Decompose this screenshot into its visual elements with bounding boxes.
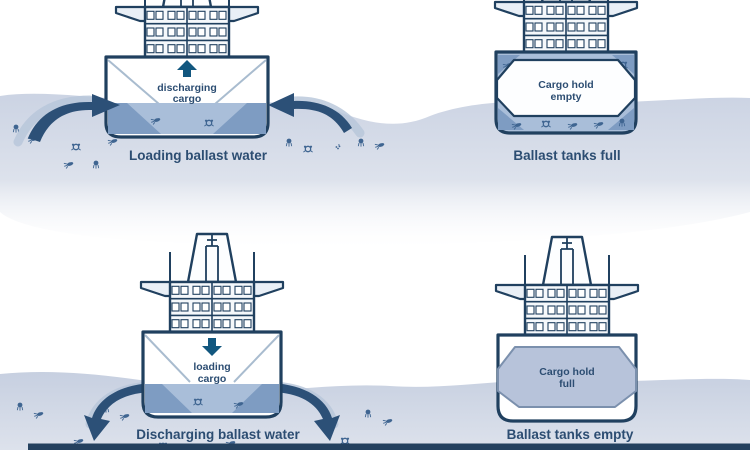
down-arrow-icon xyxy=(202,338,222,356)
ballast-discharge-arrows xyxy=(84,381,340,441)
hull-label-line1: loading xyxy=(193,361,230,373)
superstructure xyxy=(495,0,637,52)
ballast-tank xyxy=(108,103,161,134)
flow-arrow-icon xyxy=(268,93,352,133)
caption-ballast-full: Ballast tanks full xyxy=(513,148,620,163)
cargo-hold xyxy=(495,58,637,118)
arrow-wash xyxy=(13,95,95,147)
caption-loading-ballast: Loading ballast water xyxy=(129,148,268,163)
hull-label-line2: cargo xyxy=(198,373,227,385)
ballast-tank xyxy=(145,384,192,413)
hold-walls xyxy=(107,59,267,105)
hull-label-line2: full xyxy=(559,378,575,390)
flow-arrow-icon xyxy=(84,383,152,441)
hull-label-line1: Cargo hold xyxy=(539,366,594,378)
caption-ballast-empty: Ballast tanks empty xyxy=(507,427,634,442)
hold-walls xyxy=(144,334,280,383)
hull-label-line1: Cargo hold xyxy=(538,79,593,91)
flow-arrow-icon xyxy=(28,94,120,142)
funnel xyxy=(186,232,238,284)
ship-loading-cargo: loading cargo xyxy=(141,232,283,419)
hull-label-line2: empty xyxy=(551,91,582,103)
up-arrow-icon xyxy=(177,60,197,77)
caption-discharging-ballast: Discharging ballast water xyxy=(136,427,300,442)
ballast-tank xyxy=(232,384,279,413)
bottom-edge-bar xyxy=(28,443,750,450)
ship-ballast-empty: Cargo hold full xyxy=(496,235,638,423)
flow-arrow-icon xyxy=(272,383,340,441)
hull-label-line2: cargo xyxy=(173,93,202,105)
funnel xyxy=(541,235,593,287)
superstructure xyxy=(116,0,258,57)
ballast-intake-arrows xyxy=(13,93,365,147)
cargo-hold xyxy=(497,346,637,408)
hull-label-line1: discharging xyxy=(157,82,217,94)
ballast-tank xyxy=(213,103,266,134)
ship-discharging-cargo: discharging cargo xyxy=(104,0,270,139)
ship-ballast-full: Cargo hold empty xyxy=(495,0,637,135)
